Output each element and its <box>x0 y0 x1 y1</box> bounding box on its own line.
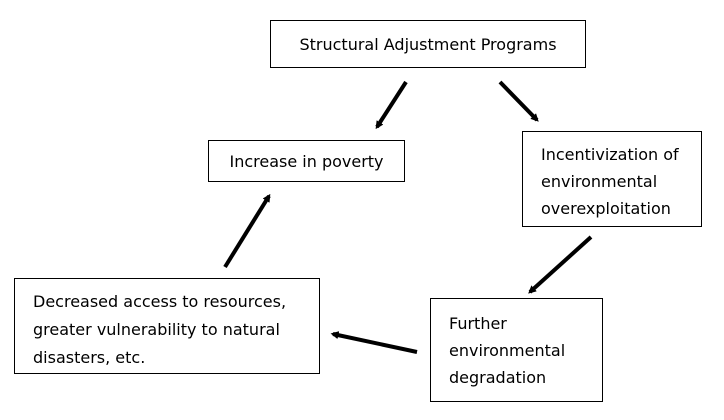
node-label: Structural Adjustment Programs <box>299 35 557 54</box>
node-label-line-2: environmental <box>541 172 658 191</box>
node-label-line-3: degradation <box>449 368 547 387</box>
node-label: Increase in poverty <box>229 152 384 171</box>
arrow-degradation-to-access <box>330 331 418 354</box>
node-decreased-access: Decreased access to resources, greater v… <box>14 278 320 374</box>
node-label-line-3: disasters, etc. <box>33 348 146 367</box>
node-incentivization: Incentivization of environmental overexp… <box>522 131 702 227</box>
node-label-line-1: Decreased access to resources, <box>33 292 287 311</box>
arrow-sap-to-incentivization <box>498 80 539 122</box>
arrow-incentivization-to-degradation <box>528 235 593 294</box>
node-increase-poverty: Increase in poverty <box>208 140 405 182</box>
node-label-line-3: overexploitation <box>541 199 671 218</box>
arrow-sap-to-poverty <box>375 80 408 130</box>
arrow-access-to-poverty <box>223 193 271 269</box>
node-label-line-2: environmental <box>449 341 566 360</box>
node-label-line-2: greater vulnerability to natural <box>33 320 280 339</box>
node-label-line-1: Incentivization of <box>541 145 679 164</box>
node-structural-adjustment: Structural Adjustment Programs <box>270 20 586 68</box>
node-degradation: Further environmental degradation <box>430 298 603 402</box>
node-label-line-1: Further <box>449 314 507 333</box>
